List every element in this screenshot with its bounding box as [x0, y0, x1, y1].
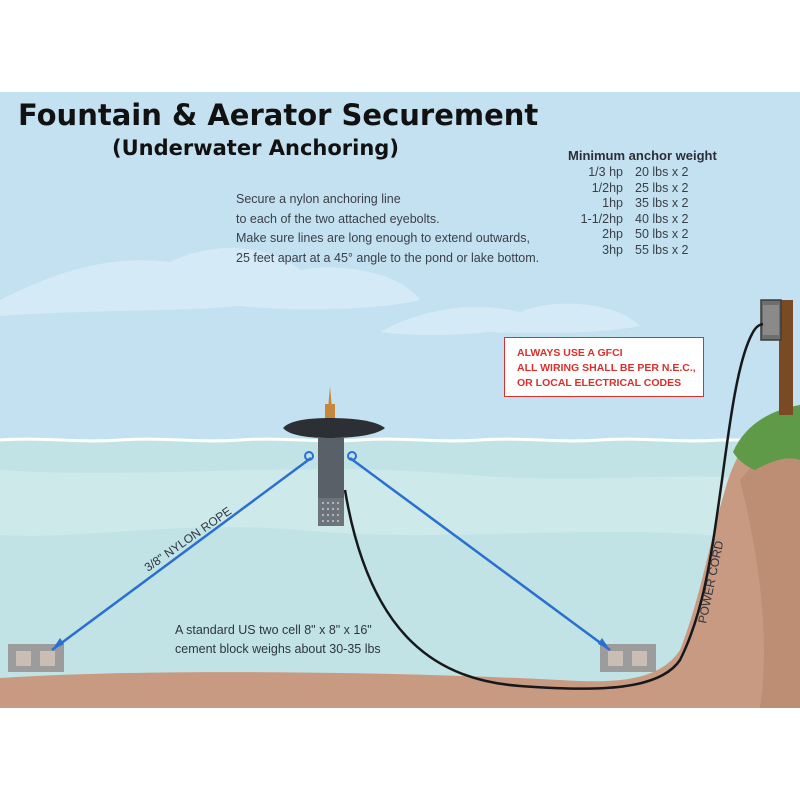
nylon-rope-right: [349, 456, 611, 652]
eyebolt-right: [347, 451, 357, 461]
water-shimmer: [0, 469, 760, 540]
instruction-line: 25 feet apart at a 45° angle to the pond…: [236, 250, 540, 265]
bank-shade: [740, 436, 800, 708]
weight-cell: 50 lbs x 2: [635, 227, 689, 241]
weight-cell: 25 lbs x 2: [635, 180, 689, 195]
gfci-warning-box: ALWAYS USE A GFCI ALL WIRING SHALL BE PE…: [504, 337, 704, 397]
water-surface: [0, 437, 760, 443]
diagram-title: Fountain & Aerator Securement: [18, 98, 539, 132]
anchor-table-title: Minimum anchor weight: [568, 148, 717, 163]
table-row: 1/2hp 25 lbs x 2: [568, 181, 735, 197]
cement-block-note: A standard US two cell 8" x 8" x 16" cem…: [175, 621, 381, 659]
table-row: 1hp 35 lbs x 2: [568, 196, 735, 212]
table-row: 3hp 55 lbs x 2: [568, 243, 735, 259]
grass: [733, 405, 800, 470]
weight-cell: 55 lbs x 2: [635, 242, 689, 257]
warning-line: OR LOCAL ELECTRICAL CODES: [517, 377, 682, 389]
warning-line: ALWAYS USE A GFCI: [517, 347, 623, 359]
power-cord: [343, 322, 764, 690]
instruction-line: to each of the two attached eyebolts.: [236, 211, 440, 226]
table-row: 1-1/2hp 40 lbs x 2: [568, 212, 735, 228]
cement-block-right: [600, 644, 656, 672]
diagram-subtitle: (Underwater Anchoring): [112, 136, 399, 160]
wooden-post: [779, 300, 793, 415]
warning-line: ALL WIRING SHALL BE PER N.E.C.,: [517, 362, 696, 374]
block-note-line: cement block weighs about 30-35 lbs: [175, 642, 381, 656]
hp-cell: 1/3 hp: [588, 165, 623, 179]
hp-cell: 2hp: [602, 227, 623, 241]
anchor-weight-table: Minimum anchor weight 1/3 hp 20 lbs x 2 1…: [568, 148, 735, 258]
cloud-left: [0, 248, 420, 316]
weight-cell: 20 lbs x 2: [635, 165, 689, 179]
hp-cell: 1hp: [602, 196, 623, 210]
hp-cell: 3hp: [602, 242, 623, 257]
outlet-cover: [763, 305, 779, 335]
weight-cell: 35 lbs x 2: [635, 196, 689, 210]
instructions: Secure a nylon anchoring line to each of…: [236, 190, 539, 268]
hp-cell: 1/2hp: [591, 180, 623, 195]
hp-cell: 1-1/2hp: [580, 211, 623, 226]
pond-bottom: [0, 410, 800, 708]
cloud-right: [380, 303, 640, 335]
nylon-rope-left: [51, 456, 312, 652]
instruction-line: Secure a nylon anchoring line: [236, 192, 401, 206]
table-row: 1/3 hp 20 lbs x 2: [568, 165, 735, 181]
aerator-unit: [283, 386, 385, 526]
block-note-line: A standard US two cell 8" x 8" x 16": [175, 623, 372, 637]
eyebolt-left: [304, 451, 314, 461]
instruction-line: Make sure lines are long enough to exten…: [236, 231, 530, 245]
table-row: 2hp 50 lbs x 2: [568, 227, 735, 243]
weight-cell: 40 lbs x 2: [635, 211, 689, 226]
